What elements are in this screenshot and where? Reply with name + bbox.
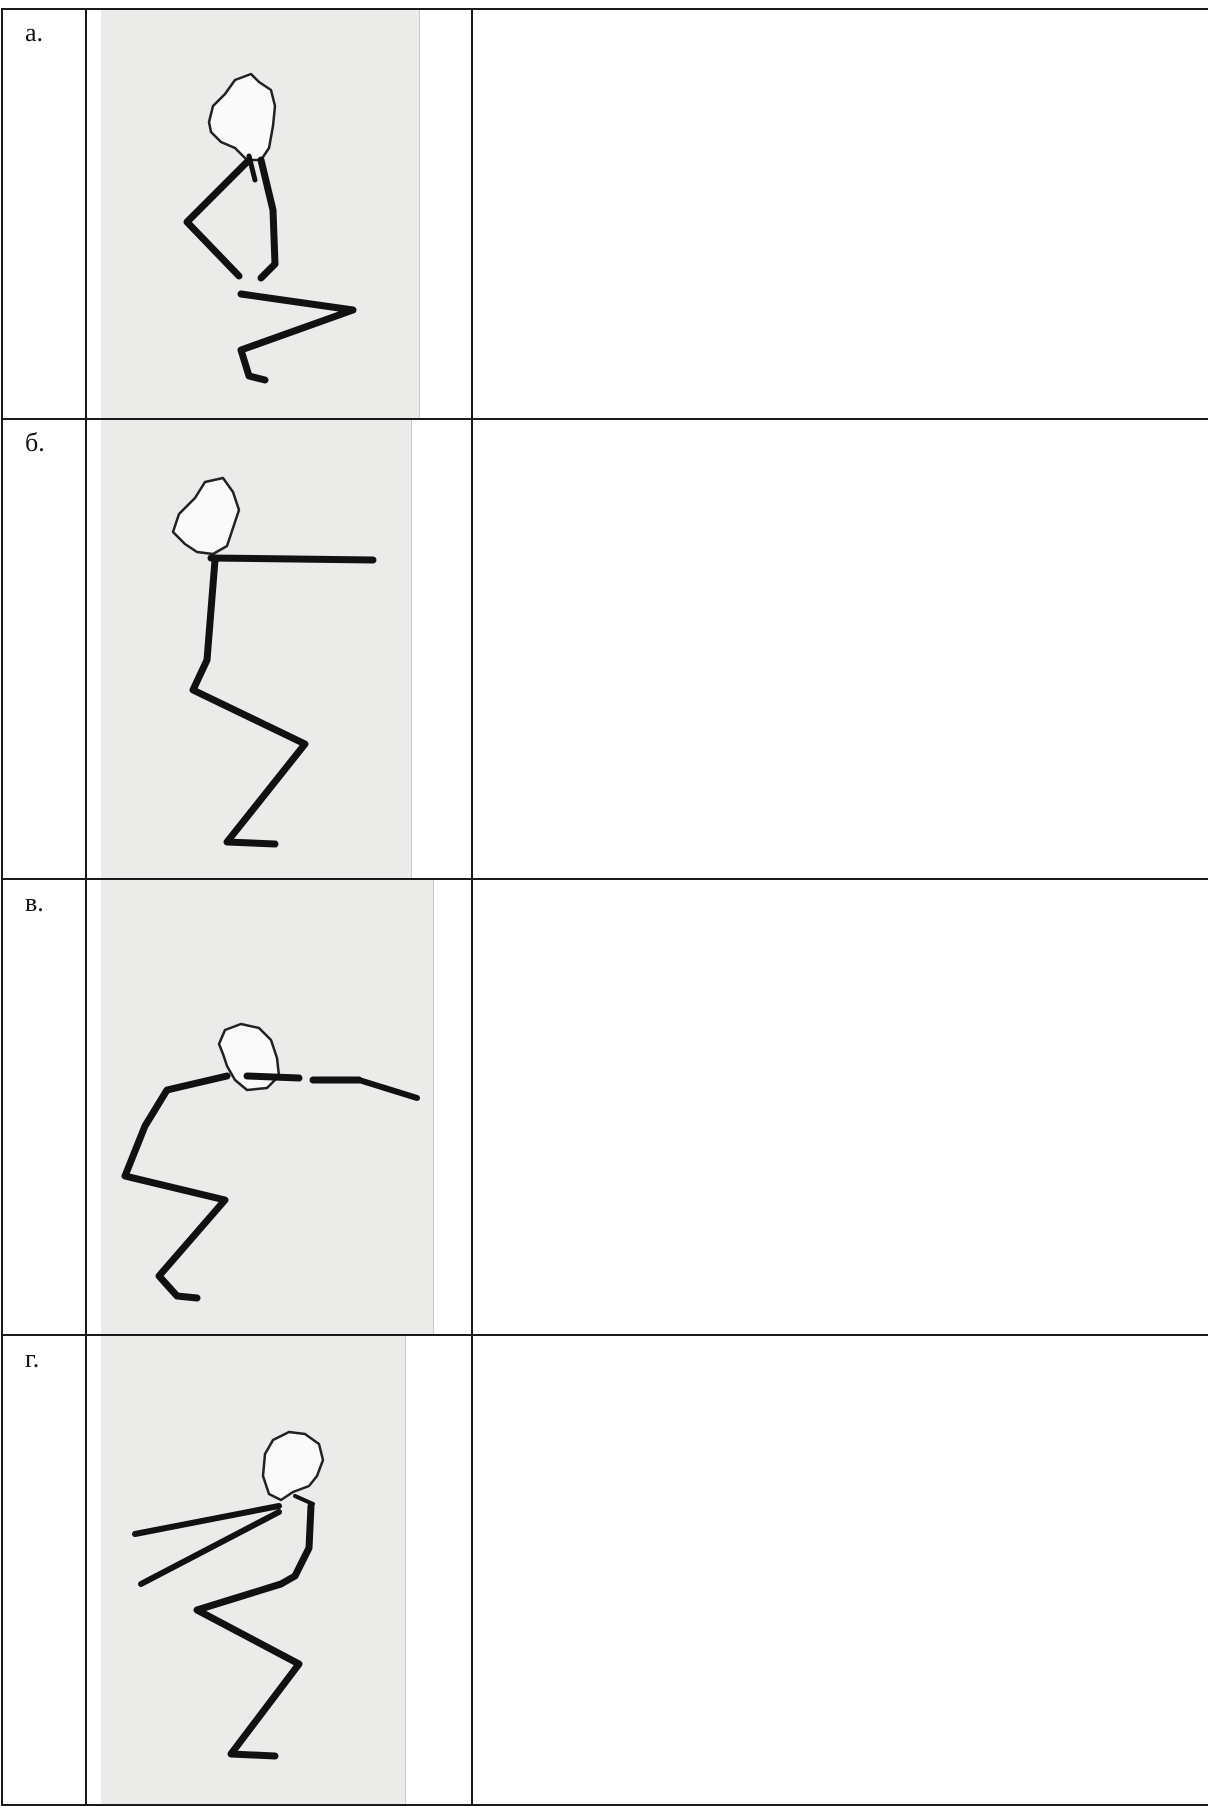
squat-arms-back-figure-icon <box>101 1336 406 1804</box>
row-label: а. <box>25 18 43 48</box>
figure-cell <box>87 420 473 878</box>
row-label: г. <box>25 1344 39 1374</box>
figure-cell <box>87 1336 473 1804</box>
blank-cell <box>473 1336 1208 1804</box>
blank-cell <box>473 420 1208 878</box>
label-cell: в. <box>1 880 87 1334</box>
table-row: г. <box>1 1336 1208 1806</box>
exercise-table: а. б. <box>1 8 1208 1806</box>
squat-arms-bent-figure-icon <box>101 10 420 418</box>
label-cell: б. <box>1 420 87 878</box>
table-row: в. <box>1 880 1208 1336</box>
squat-arms-forward-figure-icon <box>101 420 412 878</box>
row-label: в. <box>25 888 44 918</box>
table-row: а. <box>1 10 1208 420</box>
deep-squat-arms-forward-figure-icon <box>101 880 434 1334</box>
blank-cell <box>473 10 1208 418</box>
label-cell: а. <box>1 10 87 418</box>
blank-cell <box>473 880 1208 1334</box>
label-cell: г. <box>1 1336 87 1804</box>
figure-cell <box>87 10 473 418</box>
row-label: б. <box>25 428 45 458</box>
figure-cell <box>87 880 473 1334</box>
table-row: б. <box>1 420 1208 880</box>
